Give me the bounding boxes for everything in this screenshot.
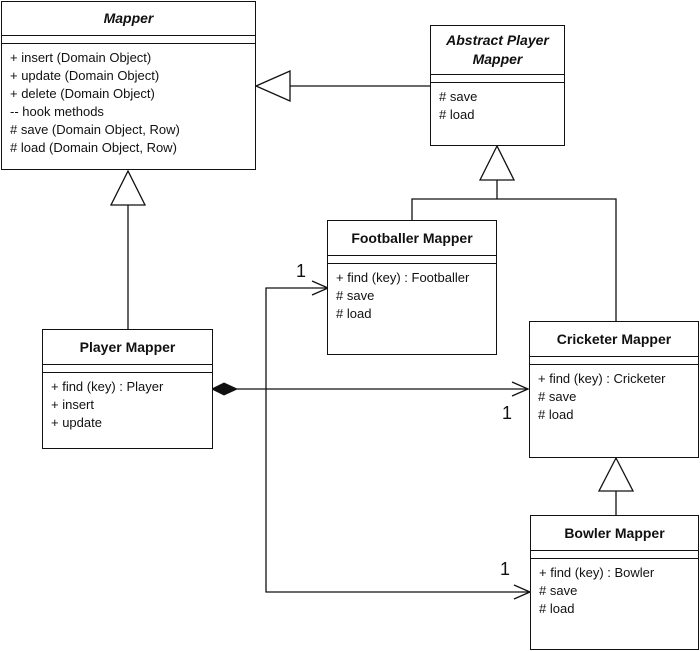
operation: + find (key) : Player [51,379,164,394]
separator [2,43,255,44]
class-name: Abstract Player Mapper [446,32,549,67]
operation: + find (key) : Bowler [539,565,655,580]
multiplicity-cricketer: 1 [502,403,513,423]
separator [431,82,564,83]
separator [328,263,496,264]
attribute-compartment [530,357,698,364]
operation: # save [439,89,478,104]
operation-compartment: + insert (Domain Object) + update (Domai… [2,44,255,161]
attribute-compartment [531,551,698,558]
operation-compartment: + find (key) : Cricketer # save # load [530,365,698,428]
operation: + find (key) : Footballer [336,270,470,285]
attribute-compartment [2,36,255,43]
generalization-abstract-player-to-mapper [254,70,430,102]
multiplicity-bowler: 1 [500,559,511,579]
generalization-subtypes-to-abstract-player [411,144,617,321]
class-name: Player Mapper [79,338,176,355]
separator [2,35,255,36]
class-name: Bowler Mapper [564,524,665,541]
operation: + insert [51,397,94,412]
operation: + insert (Domain Object) [10,50,152,65]
operation: -- hook methods [10,104,104,119]
generalization-bowler-to-cricketer [597,456,635,515]
attribute-compartment [431,75,564,82]
separator [530,364,698,365]
class-cricketer-mapper: Cricketer Mapper + find (key) : Crickete… [529,321,699,458]
attribute-compartment [43,365,212,372]
class-name: Cricketer Mapper [556,330,672,347]
operation: + delete (Domain Object) [10,86,155,101]
class-name: Footballer Mapper [351,229,473,246]
separator [431,74,564,75]
class-player-mapper: Player Mapper + find (key) : Player + in… [42,329,213,449]
operation: # load [539,601,575,616]
operation: # load [538,407,574,422]
class-footballer-mapper: Footballer Mapper + find (key) : Footbal… [327,220,497,355]
operation-compartment: # save # load [431,83,564,128]
operation: # save [336,288,375,303]
operation: # save (Domain Object, Row) [10,122,180,137]
operation: + find (key) : Cricketer [538,371,666,386]
operation: # load (Domain Object, Row) [10,140,177,155]
multiplicity-footballer: 1 [296,261,307,281]
operation: # save [539,583,578,598]
class-name: Mapper [103,10,154,26]
separator [531,550,698,551]
separator [530,356,698,357]
separator [43,364,212,365]
operation-compartment: + find (key) : Footballer # save # load [328,264,496,327]
operation: # save [538,389,577,404]
class-mapper: Mapper + insert (Domain Object) + update… [1,1,256,170]
class-bowler-mapper: Bowler Mapper + find (key) : Bowler # sa… [530,515,699,650]
operation-compartment: + find (key) : Player + insert + update [43,373,212,436]
attribute-compartment [328,256,496,263]
operation-compartment: + find (key) : Bowler # save # load [531,559,698,622]
operation: + update (Domain Object) [10,68,160,83]
operation: # load [336,306,372,321]
operation: + update [51,415,102,430]
operation: # load [439,107,475,122]
composition-player-to-cricketer [210,381,530,397]
class-abstract-player-mapper: Abstract Player Mapper # save # load [430,25,565,146]
separator [43,372,212,373]
separator [328,255,496,256]
generalization-player-to-mapper [109,169,147,329]
separator [531,558,698,559]
